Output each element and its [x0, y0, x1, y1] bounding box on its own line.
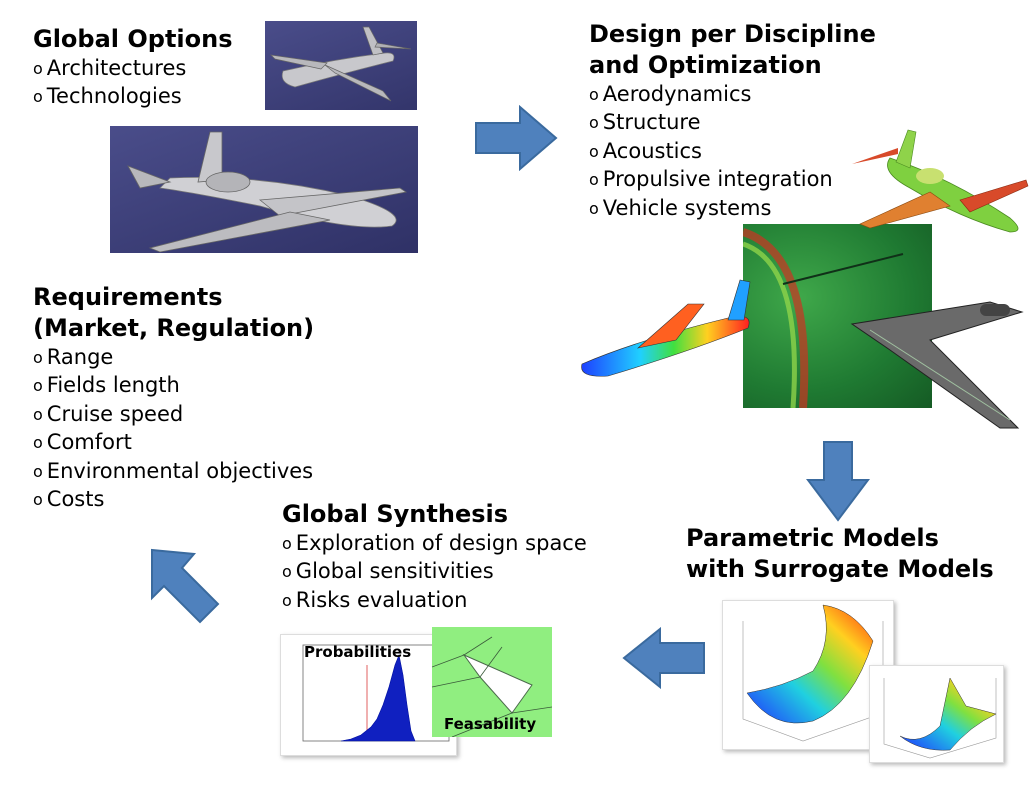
arrow-down	[806, 441, 870, 522]
parametric-title-line2: with Surrogate Models	[686, 555, 994, 583]
bullet-icon: o	[589, 198, 599, 218]
bullet-icon: o	[33, 490, 43, 510]
wing-mesh-image	[850, 300, 1025, 430]
airplane-icon	[581, 279, 751, 377]
airplane-icon	[127, 131, 408, 253]
bullet-icon: o	[33, 376, 43, 396]
probabilities-label: Probabilities	[304, 643, 412, 661]
bullet-icon: o	[589, 141, 599, 161]
parametric-section: Parametric Models with Surrogate Models	[686, 523, 994, 585]
design-title-line2: and Optimization	[589, 51, 822, 79]
design-title-line1: Design per Discipline	[589, 20, 876, 48]
requirements-title-line1: Requirements	[33, 283, 223, 311]
probabilities-thumbnail: Probabilities	[280, 634, 457, 756]
bullet-icon: o	[33, 348, 43, 367]
global-options-title: Global Options	[33, 25, 233, 53]
bullet-icon: o	[282, 534, 292, 553]
feasability-label: Feasability	[444, 715, 537, 733]
bullet-icon: o	[589, 113, 599, 133]
arrow-left	[622, 627, 705, 689]
surrogate-surface-plot-1	[722, 600, 894, 750]
airplane-icon	[270, 26, 412, 102]
bullet-icon: o	[589, 170, 599, 190]
parametric-title-line1: Parametric Models	[686, 524, 939, 552]
arrow-right	[475, 105, 558, 171]
small-jet-image	[265, 21, 417, 110]
bullet-icon: o	[589, 85, 599, 104]
bullet-icon: o	[33, 404, 43, 424]
bullet-icon: o	[282, 562, 292, 582]
design-section: Design per Discipline and Optimization o…	[589, 19, 876, 223]
bullet-icon: o	[282, 590, 292, 610]
structure-fem-jet-image	[578, 270, 768, 382]
bullet-icon: o	[33, 87, 43, 107]
bullet-icon: o	[33, 461, 43, 481]
bullet-icon: o	[33, 433, 43, 453]
aero-pressure-jet-image	[850, 128, 1030, 238]
airplane-icon	[852, 129, 1029, 233]
feasability-thumbnail: Feasability	[432, 627, 552, 737]
synthesis-title: Global Synthesis	[282, 500, 509, 528]
surrogate-surface-plot-2	[869, 665, 1004, 763]
bullet-icon: o	[33, 59, 43, 78]
large-jet-image	[110, 126, 418, 253]
arrow-up-left	[151, 548, 220, 624]
requirements-title-line2: (Market, Regulation)	[33, 314, 315, 342]
